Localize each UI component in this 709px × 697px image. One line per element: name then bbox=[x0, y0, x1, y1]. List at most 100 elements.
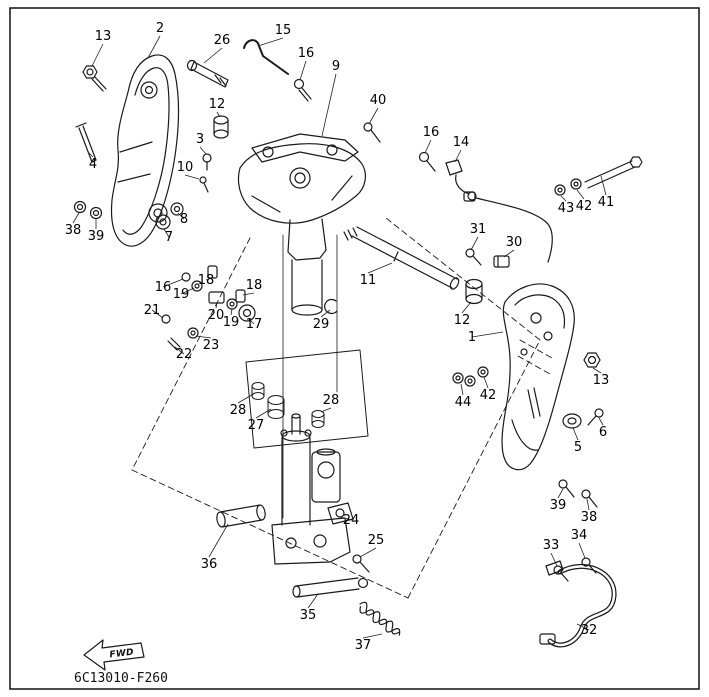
leader-line-15 bbox=[257, 37, 284, 47]
callout-11: 11 bbox=[360, 273, 377, 288]
leader-line-10 bbox=[184, 174, 200, 180]
clamp-bracket-left bbox=[110, 54, 180, 247]
leader-line-44 bbox=[460, 383, 464, 396]
callout-35: 35 bbox=[300, 608, 317, 623]
pin-35 bbox=[292, 577, 369, 598]
callout-36: 36 bbox=[201, 557, 218, 572]
callout-1: 1 bbox=[468, 330, 476, 345]
callout-13: 13 bbox=[593, 373, 610, 388]
leader-line-16 bbox=[162, 278, 184, 288]
callout-9: 9 bbox=[332, 59, 340, 74]
callout-28: 28 bbox=[323, 393, 340, 408]
callout-5: 5 bbox=[574, 440, 582, 455]
leader-line-28 bbox=[237, 392, 256, 404]
leader-line-32 bbox=[576, 623, 590, 631]
rings-7-8 bbox=[155, 202, 184, 230]
callout-24: 24 bbox=[343, 513, 360, 528]
diagram-code: 6C13010-F260 bbox=[74, 671, 168, 686]
callout-40: 40 bbox=[370, 93, 387, 108]
leader-line-17 bbox=[248, 318, 255, 325]
tilt-rod-11 bbox=[343, 226, 460, 290]
leader-line-41 bbox=[600, 175, 607, 196]
callout-17: 17 bbox=[246, 317, 263, 332]
sensor-cable bbox=[463, 191, 553, 263]
callout-12: 12 bbox=[454, 313, 471, 328]
leader-line-13 bbox=[91, 43, 104, 67]
bushing-12-left bbox=[213, 115, 229, 139]
washers-38-39-left bbox=[73, 200, 103, 220]
leader-line-37 bbox=[362, 633, 383, 639]
bolt-31 bbox=[465, 248, 482, 266]
bolt-16-top bbox=[293, 78, 312, 102]
callout-20: 20 bbox=[208, 308, 225, 323]
spring-37 bbox=[359, 601, 401, 636]
callout-2: 2 bbox=[156, 21, 164, 36]
bolt-41-washers bbox=[554, 156, 643, 196]
callout-23: 23 bbox=[203, 338, 220, 353]
leader-line-42 bbox=[576, 189, 585, 200]
leader-line-43 bbox=[560, 195, 567, 202]
callout-29: 29 bbox=[313, 317, 330, 332]
callout-3: 3 bbox=[196, 132, 204, 147]
bolts-33-34 bbox=[553, 557, 597, 582]
leader-line-20 bbox=[215, 302, 218, 309]
leader-line-13 bbox=[592, 367, 602, 374]
callout-44: 44 bbox=[455, 395, 472, 410]
leader-line-5 bbox=[572, 427, 579, 441]
cable-32 bbox=[539, 560, 617, 648]
callout-15: 15 bbox=[275, 23, 292, 38]
leader-line-7 bbox=[163, 228, 170, 238]
callout-19: 19 bbox=[173, 287, 190, 302]
leader-line-12 bbox=[216, 111, 221, 118]
callout-43: 43 bbox=[558, 201, 575, 216]
callout-18: 18 bbox=[246, 278, 263, 293]
nut-13-right bbox=[583, 352, 601, 368]
leader-line-27 bbox=[255, 408, 272, 419]
callout-16: 16 bbox=[423, 125, 440, 140]
callout-6: 6 bbox=[599, 425, 607, 440]
clip-29 bbox=[324, 298, 338, 315]
leader-line-3 bbox=[199, 146, 207, 155]
leader-line-30 bbox=[503, 249, 515, 258]
clamp-bracket-right bbox=[501, 283, 575, 471]
leader-line-23 bbox=[195, 335, 212, 339]
washers-44-42 bbox=[452, 366, 489, 387]
leader-line-4 bbox=[87, 151, 94, 158]
leader-line-25 bbox=[359, 547, 377, 558]
leader-line-19 bbox=[180, 287, 195, 295]
leader-line-38 bbox=[586, 498, 590, 511]
leader-line-16 bbox=[299, 60, 307, 81]
callout-27: 27 bbox=[248, 418, 265, 433]
bolt-40 bbox=[363, 122, 381, 143]
callout-37: 37 bbox=[355, 638, 372, 653]
leader-line-36 bbox=[208, 523, 229, 558]
callout-25: 25 bbox=[368, 533, 385, 548]
callout-30: 30 bbox=[506, 235, 523, 250]
leader-line-24 bbox=[340, 516, 352, 521]
leader-line-18 bbox=[205, 277, 213, 281]
callout-8: 8 bbox=[180, 212, 188, 227]
leader-line-16 bbox=[424, 139, 432, 154]
leader-line-6 bbox=[598, 417, 604, 426]
callout-31: 31 bbox=[470, 222, 487, 237]
power-tilt-unit bbox=[271, 413, 354, 565]
callout-32: 32 bbox=[581, 623, 598, 638]
callout-10: 10 bbox=[177, 160, 194, 175]
leader-line-9 bbox=[321, 73, 337, 137]
leader-line-19 bbox=[230, 308, 233, 316]
leader-line-33 bbox=[550, 552, 558, 567]
reference-lines bbox=[282, 234, 338, 519]
callout-21: 21 bbox=[144, 303, 161, 318]
leader-line-42 bbox=[483, 376, 489, 389]
screw-25 bbox=[352, 554, 370, 573]
callout-16: 16 bbox=[155, 280, 172, 295]
callout-18: 18 bbox=[198, 273, 215, 288]
bolt-26 bbox=[186, 59, 229, 88]
callout-4: 4 bbox=[89, 157, 97, 172]
leader-line-2 bbox=[147, 35, 161, 59]
bolt-6 bbox=[587, 408, 604, 426]
leader-line-1 bbox=[471, 331, 504, 338]
